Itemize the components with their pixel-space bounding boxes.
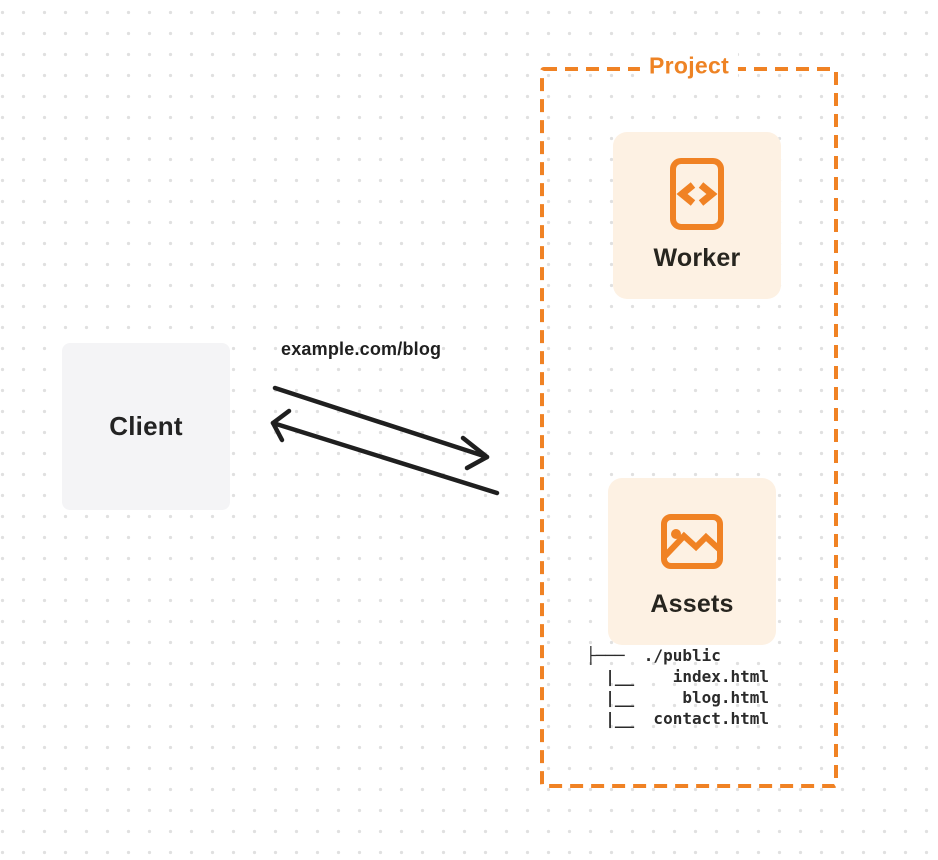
project-container: Project Worker Assets ├─── ./public |__ … xyxy=(540,52,838,788)
code-document-icon xyxy=(670,158,724,230)
response-arrowhead-icon xyxy=(270,408,292,443)
client-node: Client xyxy=(62,343,230,510)
request-url-label: example.com/blog xyxy=(281,339,442,359)
worker-label: Worker xyxy=(653,244,741,272)
assets-file-tree: ├─── ./public |__ index.html |__ blog.ht… xyxy=(586,646,770,728)
response-arrow xyxy=(270,420,500,496)
image-icon xyxy=(661,514,723,569)
request-arrow xyxy=(272,385,490,460)
worker-node: Worker xyxy=(613,132,781,299)
request-arrowhead-icon xyxy=(460,435,490,471)
client-label: Client xyxy=(109,411,183,441)
assets-label: Assets xyxy=(650,590,734,618)
assets-node: Assets xyxy=(608,478,776,645)
project-label: Project xyxy=(639,52,739,80)
